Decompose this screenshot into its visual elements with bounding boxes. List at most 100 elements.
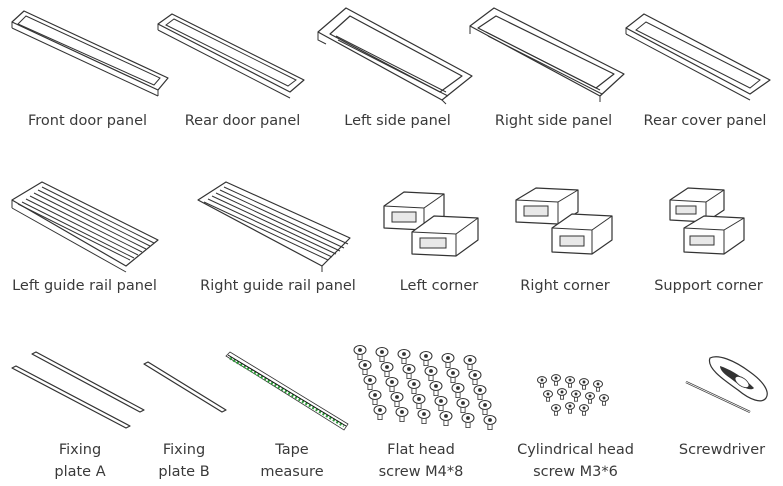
flat-head-screw-icon (429, 381, 443, 397)
front-door-panel-label: Front door panel (27, 113, 148, 129)
rear-door-panel (156, 10, 306, 99)
fixing-plate-b-label: Fixing plate B (146, 439, 222, 483)
flat-head-screw-icon (473, 385, 487, 401)
flat-head-screw-icon (417, 409, 431, 425)
flat-head-screws-drawing (353, 345, 497, 431)
flat-head-screw-icon (424, 366, 438, 382)
right-side-panel (464, 4, 628, 102)
right-guide-rail-panel (196, 180, 352, 272)
fixing-plate-b-label-line1: Fixing (162, 442, 206, 458)
fixing-plate-b (142, 360, 228, 416)
cylindrical-head-screw-icon (551, 374, 561, 386)
flat-head-screw-icon (358, 360, 372, 376)
tape-measure-drawing (225, 351, 349, 431)
cylindrical-head-screw-icon (593, 380, 603, 392)
front-door-panel (8, 6, 169, 97)
flat-head-screw-label-line1: Flat head (387, 442, 455, 458)
flat-head-screw-icon (402, 364, 416, 380)
flat-head-screw-icon (419, 351, 433, 367)
flat-head-screws (348, 340, 504, 434)
support-corner (666, 186, 748, 260)
flat-head-screw-icon (441, 353, 455, 369)
right-guide-rail-panel-label: Right guide rail panel (200, 278, 356, 294)
flat-head-screw-icon (375, 347, 389, 363)
cylindrical-head-screw-icon (599, 394, 609, 406)
fixing-plate-a-drawing (11, 351, 145, 429)
cylindrical-head-screw-icon (571, 390, 581, 402)
screwdriver-drawing (685, 356, 768, 413)
flat-head-screw-icon (363, 375, 377, 391)
cylindrical-head-screw-label-line2: screw M3*6 (533, 464, 618, 480)
flat-head-screw-icon (385, 377, 399, 393)
flat-head-screw-label: Flat head screw M4*8 (366, 439, 476, 483)
left-guide-rail-panel (8, 180, 160, 273)
left-corner-label: Left corner (399, 278, 479, 294)
support-corner-label: Support corner (654, 278, 763, 294)
flat-head-screw-icon (434, 396, 448, 412)
flat-head-screw-icon (461, 413, 475, 429)
cylindrical-head-screw-icon (557, 388, 567, 400)
cylindrical-head-screw-label: Cylindrical head screw M3*6 (508, 439, 643, 483)
left-side-panel-label: Left side panel (344, 113, 451, 129)
left-guide-rail-panel-drawing (11, 181, 159, 273)
right-corner (512, 186, 616, 260)
flat-head-screw-icon (380, 362, 394, 378)
flat-head-screw-icon (390, 392, 404, 408)
support-corner-drawing (669, 187, 745, 255)
flat-head-screw-icon (468, 370, 482, 386)
fixing-plate-a-label-line1: Fixing (58, 442, 102, 458)
rear-cover-panel-drawing (625, 13, 771, 101)
cylindrical-head-screw-icon (565, 402, 575, 414)
cylindrical-head-screw-icon (585, 392, 595, 404)
cylindrical-head-screw-icon (551, 404, 561, 416)
rear-cover-panel-label: Rear cover panel (643, 113, 767, 129)
flat-head-screw-icon (451, 383, 465, 399)
flat-head-screw-icon (456, 398, 470, 414)
rear-door-panel-drawing (157, 13, 305, 99)
screwdriver (680, 352, 772, 432)
tape-measure-label-line1: Tape (275, 442, 309, 458)
right-side-panel-label: Right side panel (494, 113, 613, 129)
fixing-plate-a-label: Fixing plate A (40, 439, 120, 483)
flat-head-screw-icon (478, 400, 492, 416)
left-guide-rail-panel-label: Left guide rail panel (12, 278, 157, 294)
rear-door-panel-label: Rear door panel (184, 113, 301, 129)
cylindrical-head-screw-icon (537, 376, 547, 388)
flat-head-screw-icon (373, 405, 387, 421)
flat-head-screw-icon (463, 355, 477, 371)
right-corner-label: Right corner (520, 278, 610, 294)
flat-head-screw-icon (412, 394, 426, 410)
cylindrical-head-screw-icon (565, 376, 575, 388)
right-side-panel-drawing (469, 7, 625, 102)
flat-head-screw-label-line2: screw M4*8 (378, 464, 464, 480)
left-side-panel-drawing (317, 7, 473, 105)
flat-head-screw-icon (353, 345, 367, 361)
rear-cover-panel (622, 10, 772, 101)
screwdriver-label: Screwdriver (678, 442, 766, 458)
flat-head-screw-icon (483, 415, 497, 431)
tape-measure-label: Tape measure (252, 439, 332, 483)
cylindrical-head-screw-label-line1: Cylindrical head (517, 442, 634, 458)
fixing-plate-a-label-line2: plate A (54, 464, 106, 480)
cylindrical-head-screw-icon (579, 378, 589, 390)
cylindrical-head-screw-icon (579, 404, 589, 416)
fixing-plate-b-label-line2: plate B (158, 464, 210, 480)
cylindrical-head-screws-drawing (537, 374, 609, 416)
flat-head-screw-icon (368, 390, 382, 406)
flat-head-screw-icon (407, 379, 421, 395)
flat-head-screw-icon (446, 368, 460, 384)
right-guide-rail-panel-drawing (197, 181, 351, 272)
fixing-plate-a (10, 350, 146, 429)
flat-head-screw-icon (395, 407, 409, 423)
tape-measure (224, 351, 350, 432)
left-corner-drawing (383, 191, 479, 257)
front-door-panel-drawing (11, 10, 169, 97)
tape-measure-label-line2: measure (260, 464, 324, 480)
right-corner-drawing (515, 187, 613, 255)
cylindrical-head-screw-icon (543, 390, 553, 402)
left-corner (382, 186, 482, 260)
flat-head-screw-icon (439, 411, 453, 427)
cylindrical-head-screws (534, 372, 618, 424)
fixing-plate-b-drawing (143, 361, 227, 413)
left-side-panel (312, 4, 474, 105)
